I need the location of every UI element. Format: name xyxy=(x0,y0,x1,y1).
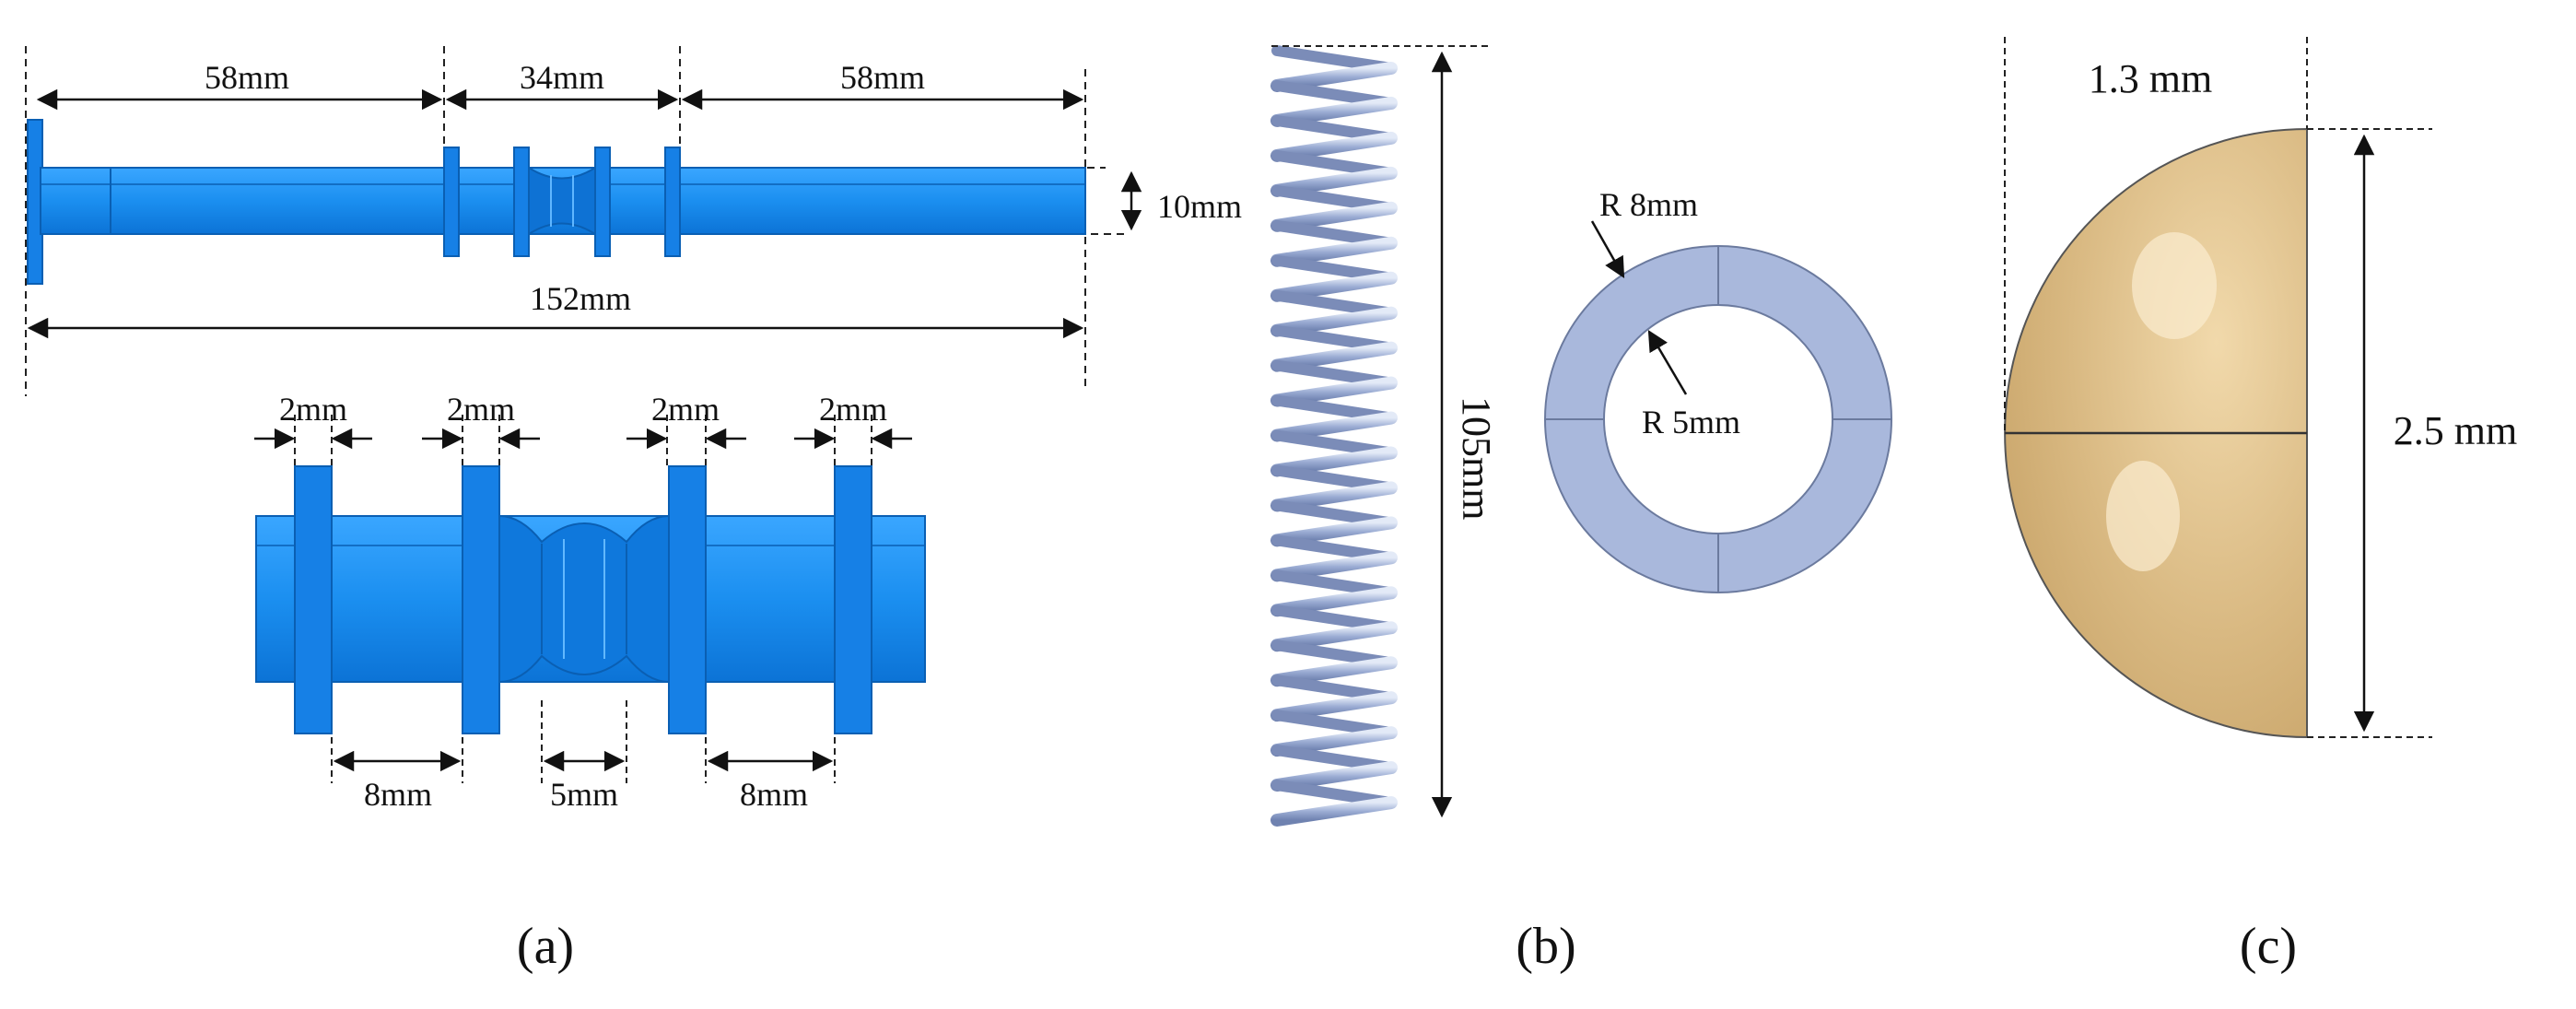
spring-turn-front xyxy=(1270,376,1398,407)
spring-turn-front xyxy=(1270,796,1398,827)
dim-outer-radius: R 8mm xyxy=(1599,186,1698,223)
panel-b: 105mm R 8mm R 5mm (b) xyxy=(1270,45,1892,975)
dim-gap-right: 8mm xyxy=(740,776,808,813)
spring-turn-front xyxy=(1270,656,1398,687)
dim-flange-3: 2mm xyxy=(651,391,720,428)
spring-turn-front xyxy=(1270,516,1398,547)
dim-right-length: 58mm xyxy=(840,59,925,96)
spring-turn-front xyxy=(1270,691,1398,722)
dim-hemisphere-height: 1.3 mm xyxy=(2089,56,2212,101)
dim-gap-middle: 5mm xyxy=(550,776,618,813)
spring-turn-front xyxy=(1270,61,1398,92)
panel-a: 58mm 34mm 58mm 10mm 152mm xyxy=(25,46,1242,975)
spring-turn-front xyxy=(1270,621,1398,652)
spring-turn-front xyxy=(1270,761,1398,792)
dim-spring-length: 105mm xyxy=(1454,396,1499,520)
caption-a: (a) xyxy=(517,918,574,975)
dim-shaft-diameter: 10mm xyxy=(1157,188,1242,225)
spring-turn-front xyxy=(1270,726,1398,757)
dim-middle-length: 34mm xyxy=(520,59,604,96)
spring-turn-front xyxy=(1270,201,1398,232)
spring-turn-front xyxy=(1270,341,1398,372)
caption-b: (b) xyxy=(1516,918,1575,975)
spring-turn-front xyxy=(1270,481,1398,512)
detail-extension-lines xyxy=(294,415,872,783)
inner-radius-leader xyxy=(1647,330,1688,395)
spring-turn-front xyxy=(1270,551,1398,582)
spring-turn-front xyxy=(1270,306,1398,337)
dim-flange-4: 2mm xyxy=(819,391,887,428)
spring-coil xyxy=(1270,45,1398,827)
dim-inner-radius: R 5mm xyxy=(1642,404,1740,440)
shaft xyxy=(27,119,1086,285)
spring-turn-front xyxy=(1270,166,1398,197)
dim-flange-1: 2mm xyxy=(279,391,347,428)
outer-radius-leader xyxy=(1590,220,1625,278)
hemisphere-extension-lines xyxy=(2004,37,2432,738)
spring-turn-front xyxy=(1270,446,1398,477)
spring-turn-front xyxy=(1270,411,1398,442)
dim-gap-left: 8mm xyxy=(364,776,432,813)
dim-flange-2: 2mm xyxy=(447,391,515,428)
spring-turn-front xyxy=(1270,586,1398,617)
top-dimension-arrows xyxy=(27,88,1142,339)
washer-ring xyxy=(1544,245,1892,593)
caption-c: (c) xyxy=(2240,918,2297,975)
dim-hemisphere-diameter: 2.5 mm xyxy=(2394,408,2517,453)
spring-turn-front xyxy=(1270,271,1398,302)
highlight-upper xyxy=(2132,232,2217,339)
spring-turn-front xyxy=(1270,96,1398,127)
highlight-lower xyxy=(2106,461,2180,571)
spring-turn-front xyxy=(1270,131,1398,162)
panel-c: 1.3 mm 2.5 mm (c) xyxy=(2004,37,2517,975)
spring-turn-front xyxy=(1270,236,1398,267)
dim-total-length: 152mm xyxy=(530,280,631,317)
shaft-detail xyxy=(255,465,926,734)
dim-left-length: 58mm xyxy=(205,59,289,96)
